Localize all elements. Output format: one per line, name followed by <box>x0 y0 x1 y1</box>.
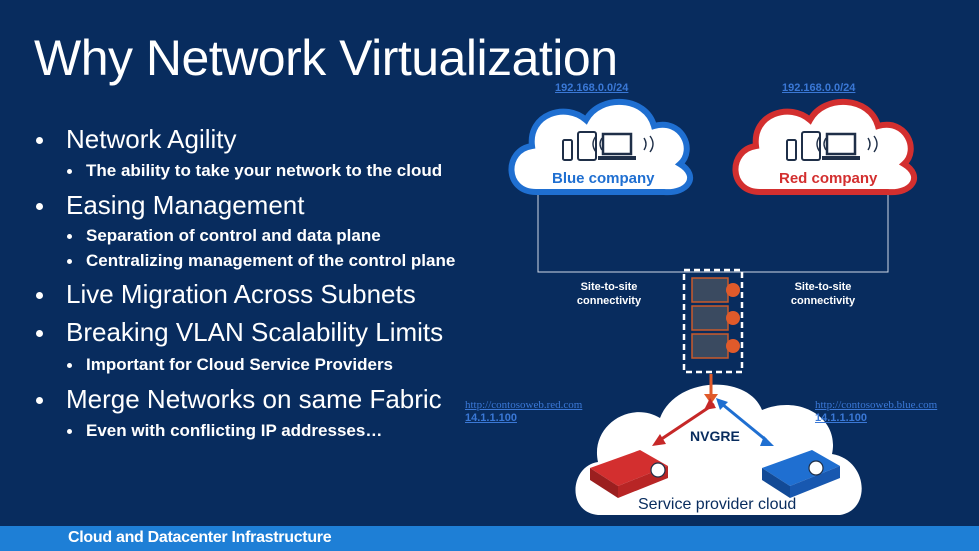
right-site-to-site-label: Site-to-site connectivity <box>786 280 860 308</box>
blue-web-ip: 14.1.1.100 <box>815 412 937 425</box>
left-site-to-site-label: Site-to-site connectivity <box>572 280 646 308</box>
site-to-site-line <box>538 192 888 272</box>
service-provider-cloud-label: Service provider cloud <box>638 496 796 514</box>
blue-web-url[interactable]: http://contosoweb.blue.com <box>815 399 937 412</box>
red-web-link[interactable]: http://contosoweb.red.com 14.1.1.100 <box>465 399 582 425</box>
red-company-label: Red company <box>779 170 877 187</box>
nvgre-label: NVGRE <box>690 428 740 444</box>
red-web-ip: 14.1.1.100 <box>465 412 582 425</box>
footer-text: Cloud and Datacenter Infrastructure <box>68 529 331 547</box>
blue-company-label: Blue company <box>552 170 655 187</box>
red-subnet-label: 192.168.0.0/24 <box>782 82 855 94</box>
blue-subnet-label: 192.168.0.0/24 <box>555 82 628 94</box>
server-rack-icon <box>692 278 740 358</box>
footer-bar: Cloud and Datacenter Infrastructure <box>0 526 979 551</box>
red-web-url[interactable]: http://contosoweb.red.com <box>465 399 582 412</box>
blue-web-link[interactable]: http://contosoweb.blue.com 14.1.1.100 <box>815 399 937 425</box>
